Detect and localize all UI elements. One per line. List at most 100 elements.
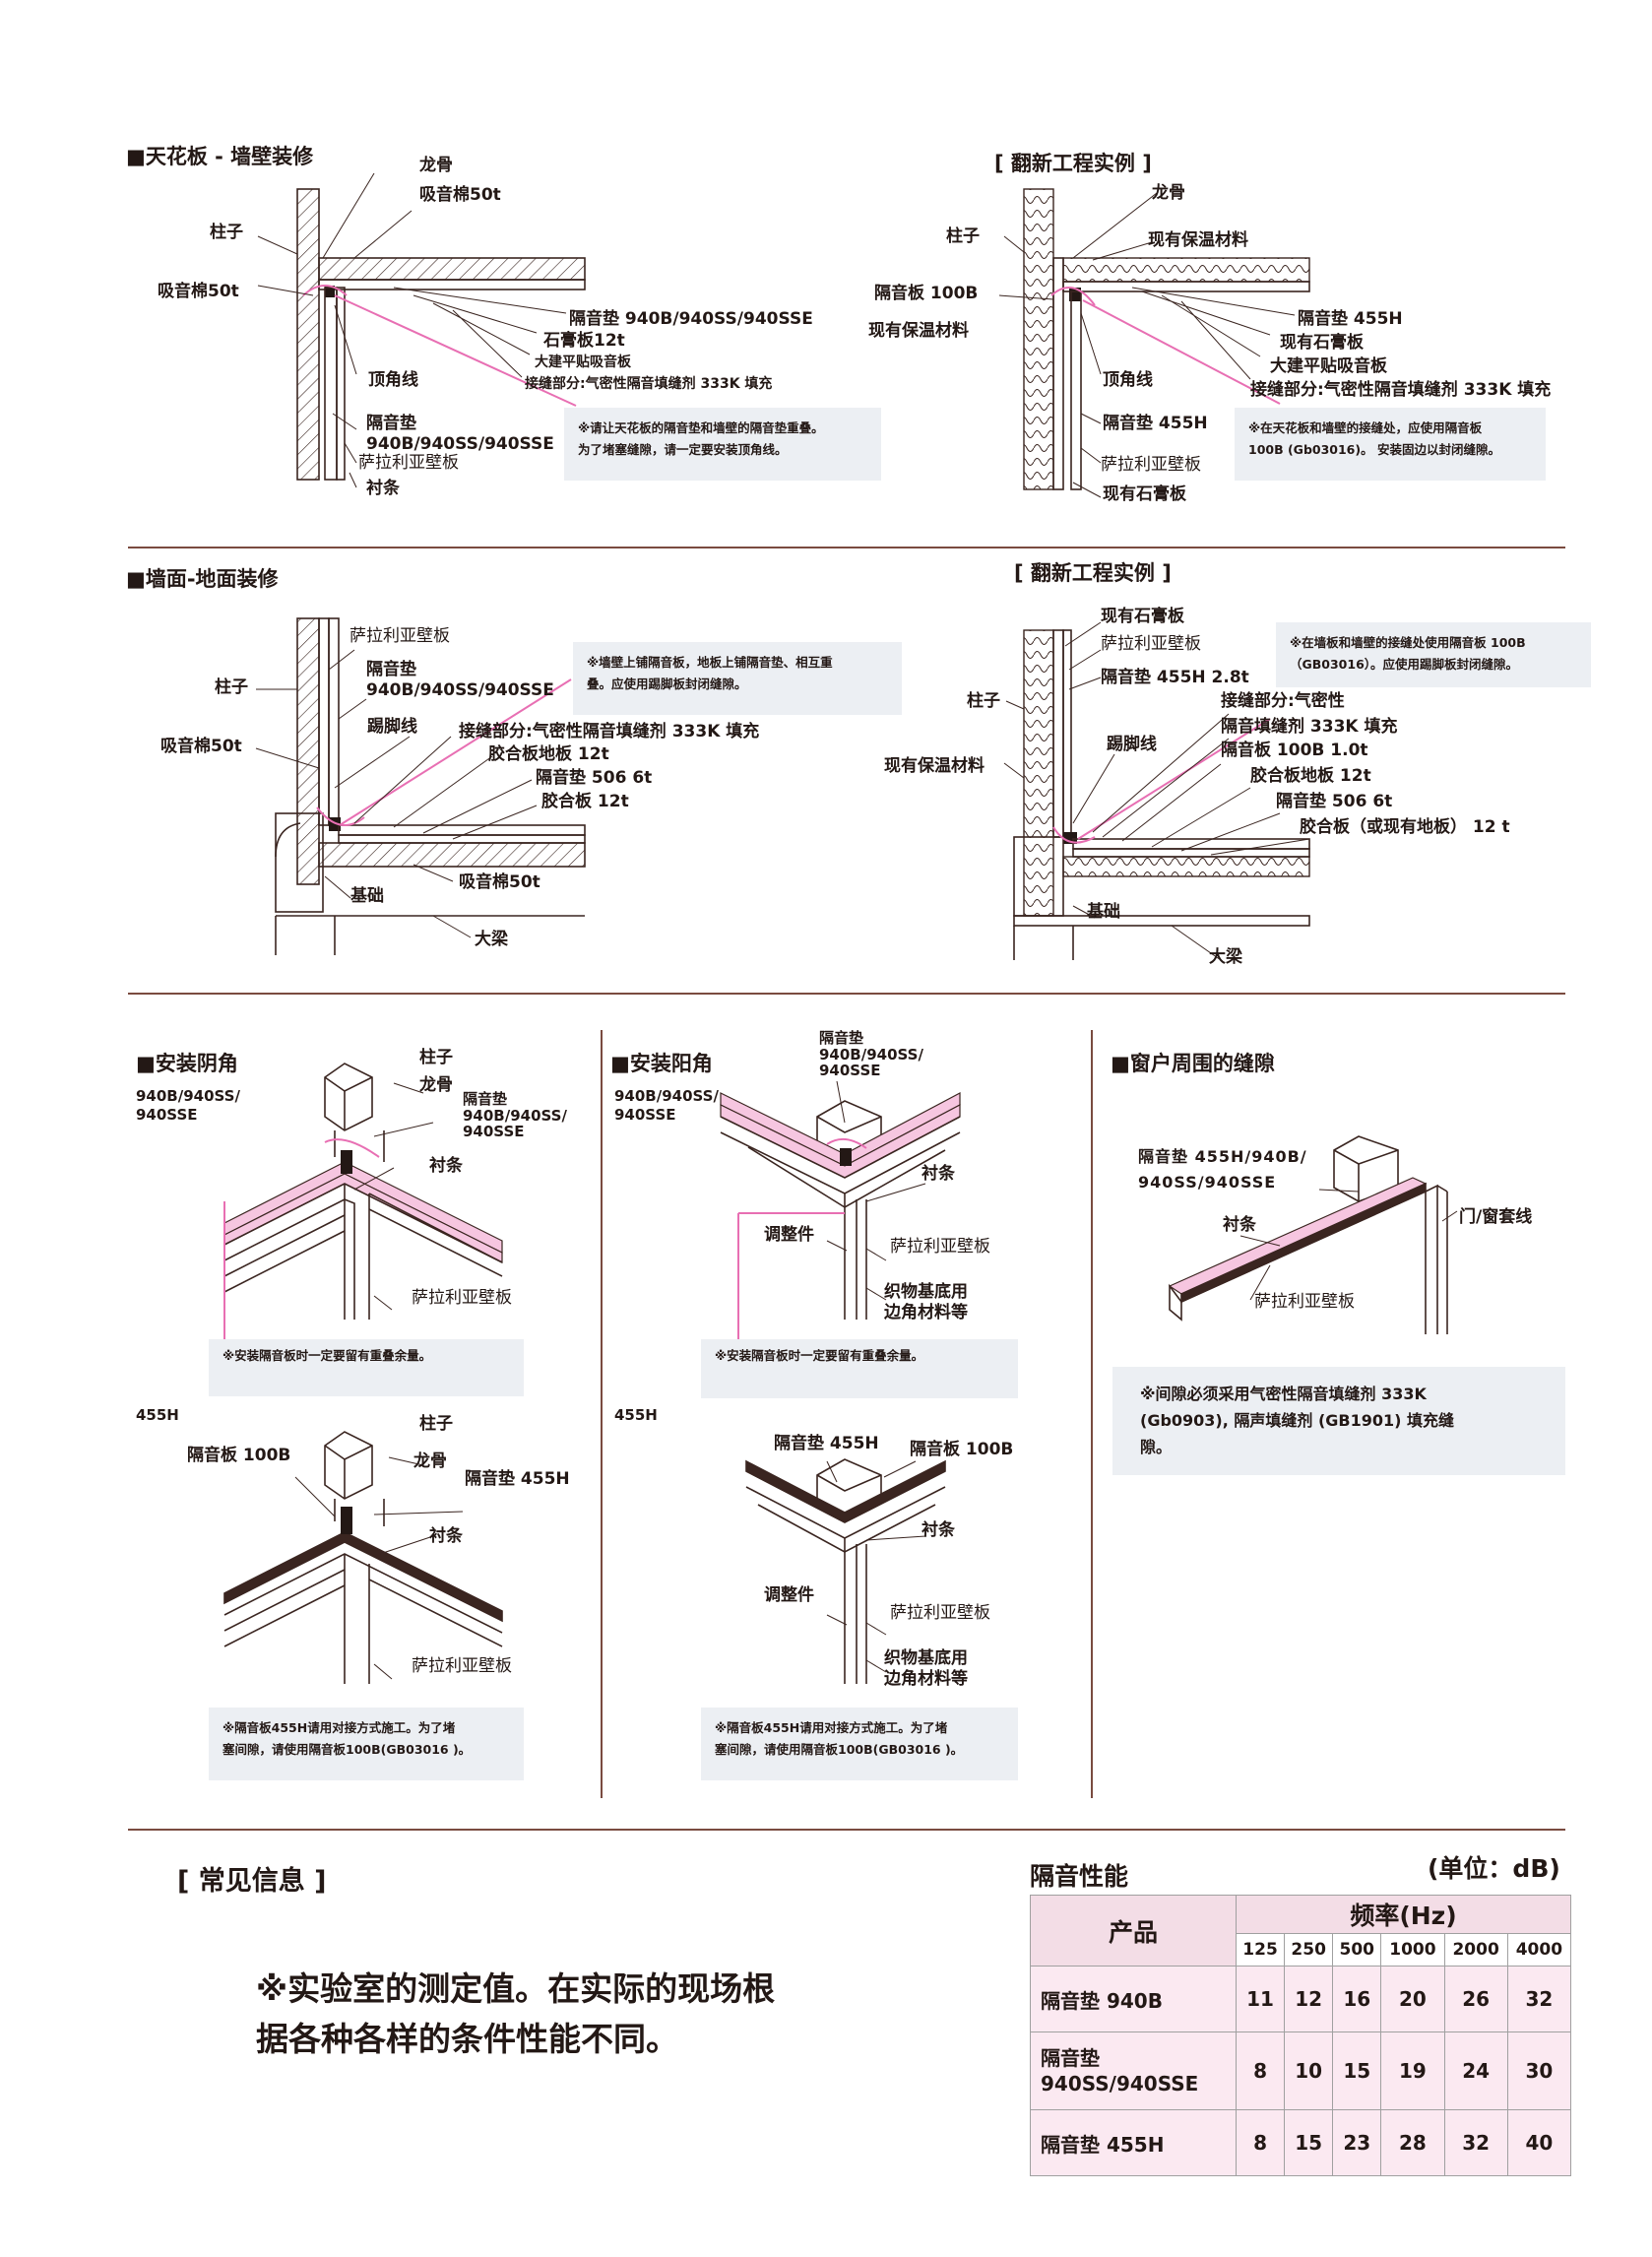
renovation-1-title: [ 翻新工程实例 ] <box>994 152 1152 175</box>
product-cell: 隔音垫 940B <box>1030 1966 1237 2032</box>
label-pad455: 隔音垫 455H <box>1298 309 1403 329</box>
product-cell: 隔音垫 455H <box>1030 2109 1237 2176</box>
label-keel: 龙骨 <box>413 1451 447 1471</box>
label-pad506: 隔音垫 506 6t <box>1276 792 1393 811</box>
label-adjust: 调整件 <box>764 1225 814 1245</box>
label-board100: 隔音板 100B <box>910 1440 1014 1459</box>
diagram-ceiling-wall <box>257 172 586 488</box>
label-insul: 现有保温材料 <box>884 756 985 776</box>
label-keel: 龙骨 <box>1152 183 1185 203</box>
value-cell: 16 <box>1332 1966 1382 2032</box>
diagram-wall-floor <box>255 617 586 955</box>
label-pad455: 隔音垫 455H <box>465 1469 570 1489</box>
value-cell: 32 <box>1443 2109 1508 2176</box>
label-gypsum: 现有石膏板 <box>1101 607 1184 626</box>
outer-corner-note: ※安装隔音板时一定要留有重叠余量。 <box>701 1339 1018 1398</box>
label-joint: 接缝部分:气密性隔音填缝剂 333K 填充 <box>1250 380 1552 400</box>
label-keel: 龙骨 <box>419 1075 453 1095</box>
table-row: 隔音垫 455H 8 15 23 28 32 40 <box>1030 2109 1572 2176</box>
ceiling-wall-title: ■天花板 - 墙壁装修 <box>126 145 314 168</box>
label-salaria: 萨拉利亚壁板 <box>1101 634 1201 654</box>
label-pad: 隔音垫 940B/940SS/ 940SSE <box>819 1029 923 1079</box>
value-cell: 23 <box>1332 2109 1382 2176</box>
outer-corner-subtitle: 940B/940SS/ 940SSE <box>614 1087 719 1124</box>
inner-corner-note: ※安装隔音板时一定要留有重叠余量。 <box>209 1339 524 1396</box>
value-cell: 19 <box>1380 2031 1445 2110</box>
label-adjust: 调整件 <box>764 1585 814 1605</box>
window-gap-title: ■窗户周围的缝隙 <box>1111 1052 1275 1075</box>
label-frame: 门/窗套线 <box>1459 1207 1533 1227</box>
label-pad: 隔音垫 455H/940B/ 940SS/940SSE <box>1138 1147 1307 1192</box>
value-cell: 10 <box>1284 2031 1334 2110</box>
label-salaria: 萨拉利亚壁板 <box>412 1656 512 1676</box>
label-insul-left: 现有保温材料 <box>868 321 969 341</box>
label-pillar: 柱子 <box>419 1048 453 1067</box>
table-row: 隔音垫 940B 11 12 16 20 26 32 <box>1030 1966 1572 2032</box>
label-pad-side: 隔音垫 940B/940SS/940SSE <box>366 414 554 455</box>
diagram-renovation-floor <box>1003 621 1310 961</box>
label-furring: 衬条 <box>921 1164 955 1184</box>
divider-2 <box>128 993 1565 995</box>
label-joint2: 隔音填缝剂 333K 填充 <box>1221 717 1398 737</box>
label-beam: 大梁 <box>475 930 508 949</box>
inner-corner-note-455h: ※隔音板455H请用对接方式施工。为了堵 塞间隙，请使用隔音板100B(GB03… <box>209 1708 524 1780</box>
value-cell: 28 <box>1380 2109 1445 2176</box>
inner-corner-subtitle: 940B/940SS/ 940SSE <box>136 1087 240 1124</box>
label-pad: 隔音垫 940B/940SS/940SSE <box>366 660 554 701</box>
divider-3 <box>128 1829 1565 1831</box>
renovation-2-title: [ 翻新工程实例 ] <box>1014 561 1172 585</box>
diagram-inner-corner-1 <box>223 1063 503 1344</box>
value-cell: 8 <box>1235 2031 1286 2110</box>
inner-corner-subtitle-455h: 455H <box>136 1406 179 1424</box>
freq-cell: 2000 <box>1443 1933 1508 1967</box>
value-cell: 8 <box>1235 2109 1286 2176</box>
label-salaria: 萨拉利亚壁板 <box>1101 455 1201 475</box>
inner-corner-title: ■安装阴角 <box>136 1052 238 1075</box>
label-plywood: 胶合板（或现有地板） 12 t <box>1300 817 1510 837</box>
label-furring: 衬条 <box>921 1520 955 1540</box>
label-pad-top: 隔音垫 940B/940SS/940SSE <box>569 309 813 329</box>
renovation-1-note: ※在天花板和墙壁的接缝处，应使用隔音板 100B (Gb03016)。 安装固边… <box>1235 408 1546 481</box>
label-furring: 衬条 <box>429 1526 463 1546</box>
label-cornice: 顶角线 <box>1103 370 1153 390</box>
label-cornice: 顶角线 <box>368 370 418 390</box>
product-header: 产品 <box>1030 1895 1237 1967</box>
label-pillar: 柱子 <box>967 691 1000 711</box>
label-beam: 大梁 <box>1209 947 1242 967</box>
table-row: 隔音垫 940SS/940SSE 8 10 15 19 24 30 <box>1030 2031 1572 2110</box>
value-cell: 26 <box>1443 1966 1508 2032</box>
value-cell: 11 <box>1235 1966 1286 2032</box>
label-gypsum-low: 现有石膏板 <box>1103 484 1186 504</box>
value-cell: 30 <box>1506 2031 1572 2110</box>
label-furring: 衬条 <box>1223 1215 1256 1235</box>
label-pad455: 隔音垫 455H 2.8t <box>1101 668 1249 687</box>
performance-unit: (单位：dB) <box>1428 1854 1560 1883</box>
info-heading: [ 常见信息 ] <box>177 1866 327 1897</box>
label-pillar: 柱子 <box>946 226 980 246</box>
label-salaria: 萨拉利亚壁板 <box>1254 1292 1355 1312</box>
label-pillar: 柱子 <box>215 677 248 697</box>
label-insul-top: 现有保温材料 <box>1148 230 1248 250</box>
diagram-outer-corner-1 <box>720 1080 961 1339</box>
label-gypsum: 现有石膏板 <box>1280 333 1364 353</box>
renovation-2-note: ※在墙板和墙壁的接缝处使用隔音板 100B （GB03016）。应使用踢脚板封闭… <box>1276 622 1591 687</box>
label-board: 大建平贴吸音板 <box>535 355 631 370</box>
label-skirting: 踢脚线 <box>367 717 417 737</box>
freq-cell: 1000 <box>1380 1933 1445 1967</box>
outer-corner-note-455h: ※隔音板455H请用对接方式施工。为了堵 塞间隙，请使用隔音板100B(GB03… <box>701 1708 1018 1780</box>
label-pad506: 隔音垫 506 6t <box>536 768 653 788</box>
label-wool-top: 吸音棉50t <box>419 185 501 205</box>
freq-cell: 4000 <box>1506 1933 1572 1967</box>
performance-table: 产品 频率(Hz) 125 250 500 1000 2000 4000 隔音垫… <box>1030 1895 1572 2176</box>
label-gypsum: 石膏板12t <box>543 331 625 351</box>
label-salaria: 萨拉利亚壁板 <box>358 453 459 473</box>
freq-cell: 250 <box>1284 1933 1334 1967</box>
product-cell: 隔音垫 940SS/940SSE <box>1030 2031 1237 2110</box>
value-cell: 12 <box>1284 1966 1334 2032</box>
diagram-inner-corner-2 <box>223 1431 503 1684</box>
label-furring: 衬条 <box>366 479 400 498</box>
value-cell: 20 <box>1380 1966 1445 2032</box>
value-cell: 32 <box>1506 1966 1572 2032</box>
outer-corner-subtitle-455h: 455H <box>614 1406 658 1424</box>
divider-1 <box>128 547 1565 548</box>
